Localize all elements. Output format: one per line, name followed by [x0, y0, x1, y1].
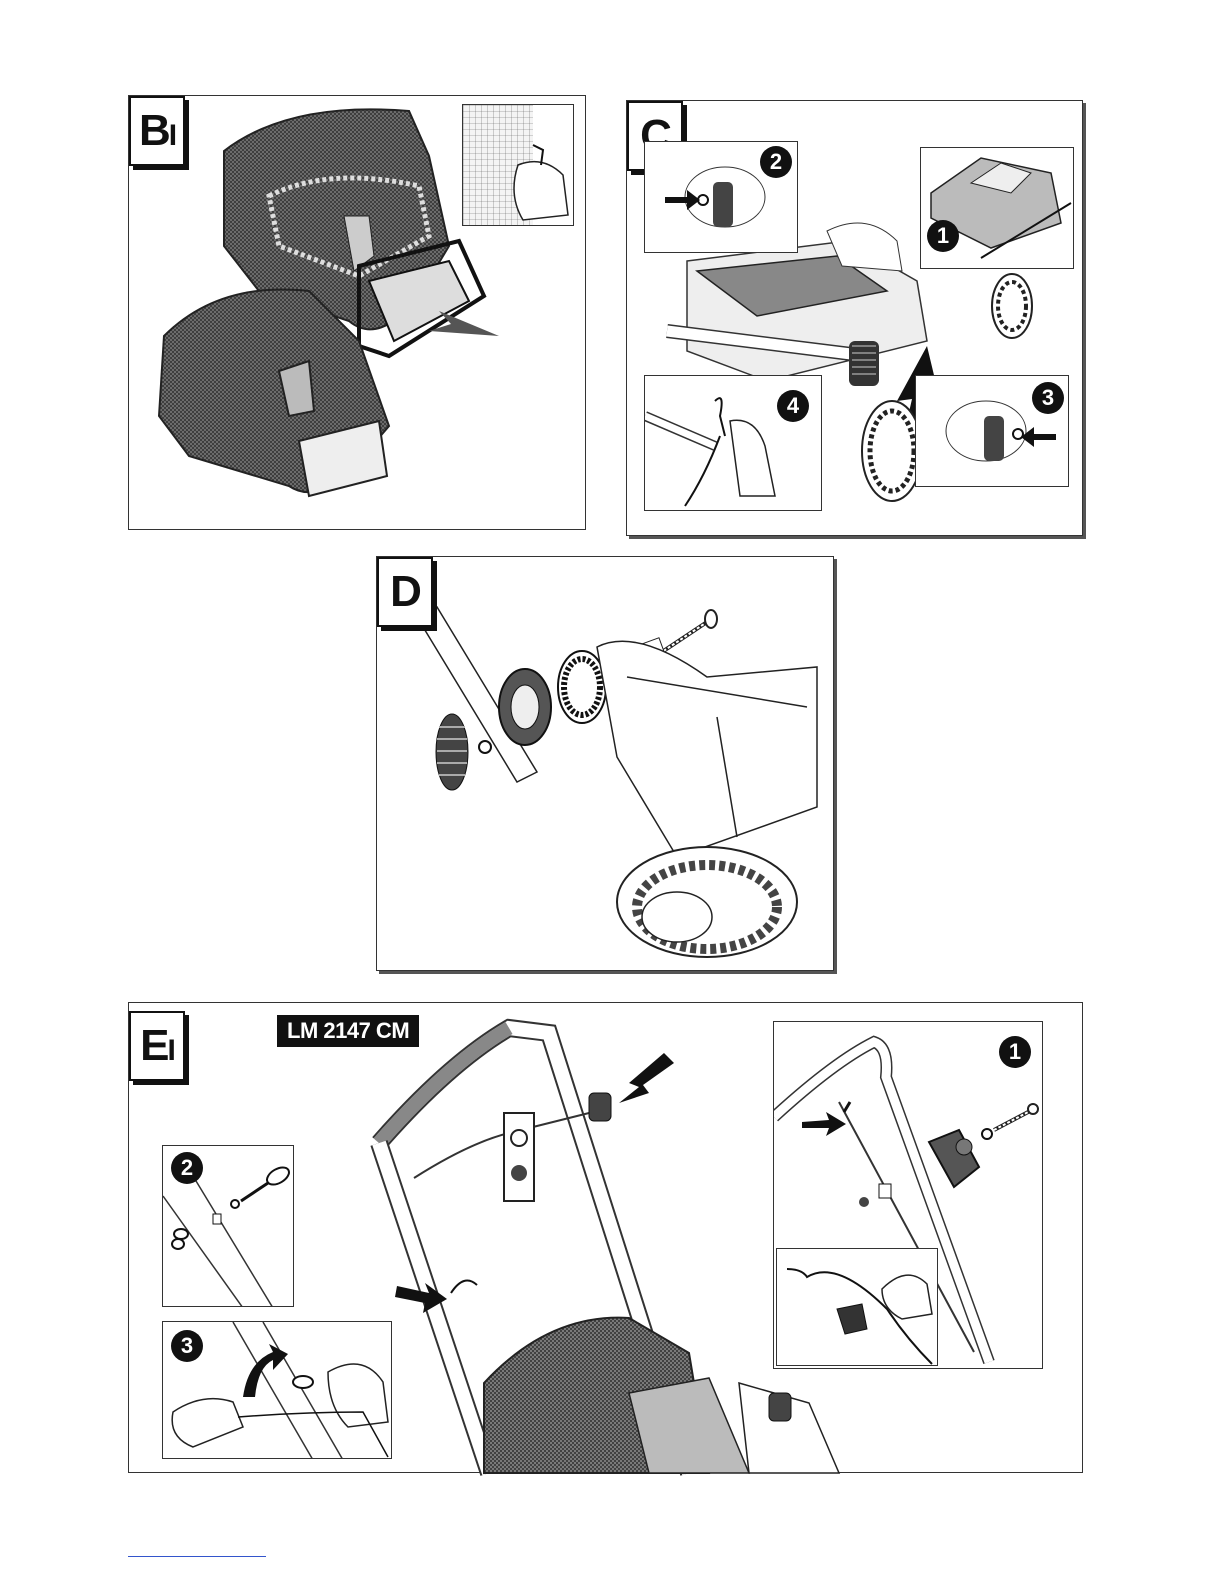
cable-clip-detail — [777, 1249, 938, 1366]
panel-letter-sub: I — [168, 1034, 174, 1067]
model-badge: LM 2147 CM — [277, 1015, 419, 1047]
knob-icon — [499, 669, 551, 745]
wheel-icon — [992, 274, 1032, 338]
footer-link-line — [128, 1556, 266, 1557]
knob-icon — [589, 1093, 611, 1121]
knob-icon — [984, 416, 1004, 461]
inset-c-step-4: 4 — [644, 375, 822, 511]
inset-b1-detail — [462, 104, 574, 226]
step-badge-2: 2 — [760, 146, 792, 178]
bolt-icon — [241, 1164, 292, 1201]
knob-icon — [436, 714, 468, 790]
arrow-icon — [619, 1053, 674, 1103]
knob-icon — [769, 1393, 791, 1421]
step-badge-1: 1 — [999, 1036, 1031, 1068]
step-badge-2: 2 — [171, 1152, 203, 1184]
inset-e1-step-1: 1 — [773, 1021, 1043, 1369]
panel-b1: BI — [128, 95, 586, 530]
inset-c-step-2: 2 — [644, 141, 798, 253]
arrow-icon — [802, 1112, 846, 1136]
panel-letter: D — [390, 567, 420, 616]
step-badge-1: 1 — [927, 220, 959, 252]
hand-icon — [172, 1399, 243, 1447]
knob-icon — [713, 182, 733, 227]
panel-d: D — [376, 556, 834, 971]
knob-icon — [929, 1130, 979, 1187]
handle-assembly-illustration — [377, 557, 835, 972]
knob-icon — [849, 341, 879, 386]
hand-clip-detail — [463, 105, 574, 226]
wheel-icon — [862, 401, 922, 501]
wheel-icon — [617, 847, 797, 957]
hand-icon — [328, 1364, 388, 1427]
step-badge-4: 4 — [777, 390, 809, 422]
inset-e1-step-2: 2 — [162, 1145, 294, 1307]
step-badge-3: 3 — [171, 1330, 203, 1362]
inset-c-step-1: 1 — [920, 147, 1074, 269]
inset-e1-step-3: 3 — [162, 1321, 392, 1459]
panel-label-b1: BI — [129, 96, 185, 166]
panel-c: C 2 1 4 — [626, 100, 1083, 536]
panel-letter: E — [140, 1021, 167, 1070]
step-badge-3: 3 — [1032, 382, 1064, 414]
knob-icon — [558, 651, 606, 723]
panel-label-e1: EI — [129, 1011, 185, 1081]
panel-e1: EI LM 2147 CM 1 — [128, 1002, 1083, 1473]
cable-icon — [451, 1281, 477, 1294]
bolt-icon — [994, 1104, 1038, 1130]
inset-c-step-3: 3 — [915, 375, 1069, 487]
inset-e1-cable-detail — [776, 1248, 938, 1366]
panel-letter: B — [139, 106, 169, 155]
panel-letter-sub: I — [169, 119, 175, 152]
hand-icon — [514, 162, 568, 220]
panel-label-d: D — [377, 557, 433, 627]
